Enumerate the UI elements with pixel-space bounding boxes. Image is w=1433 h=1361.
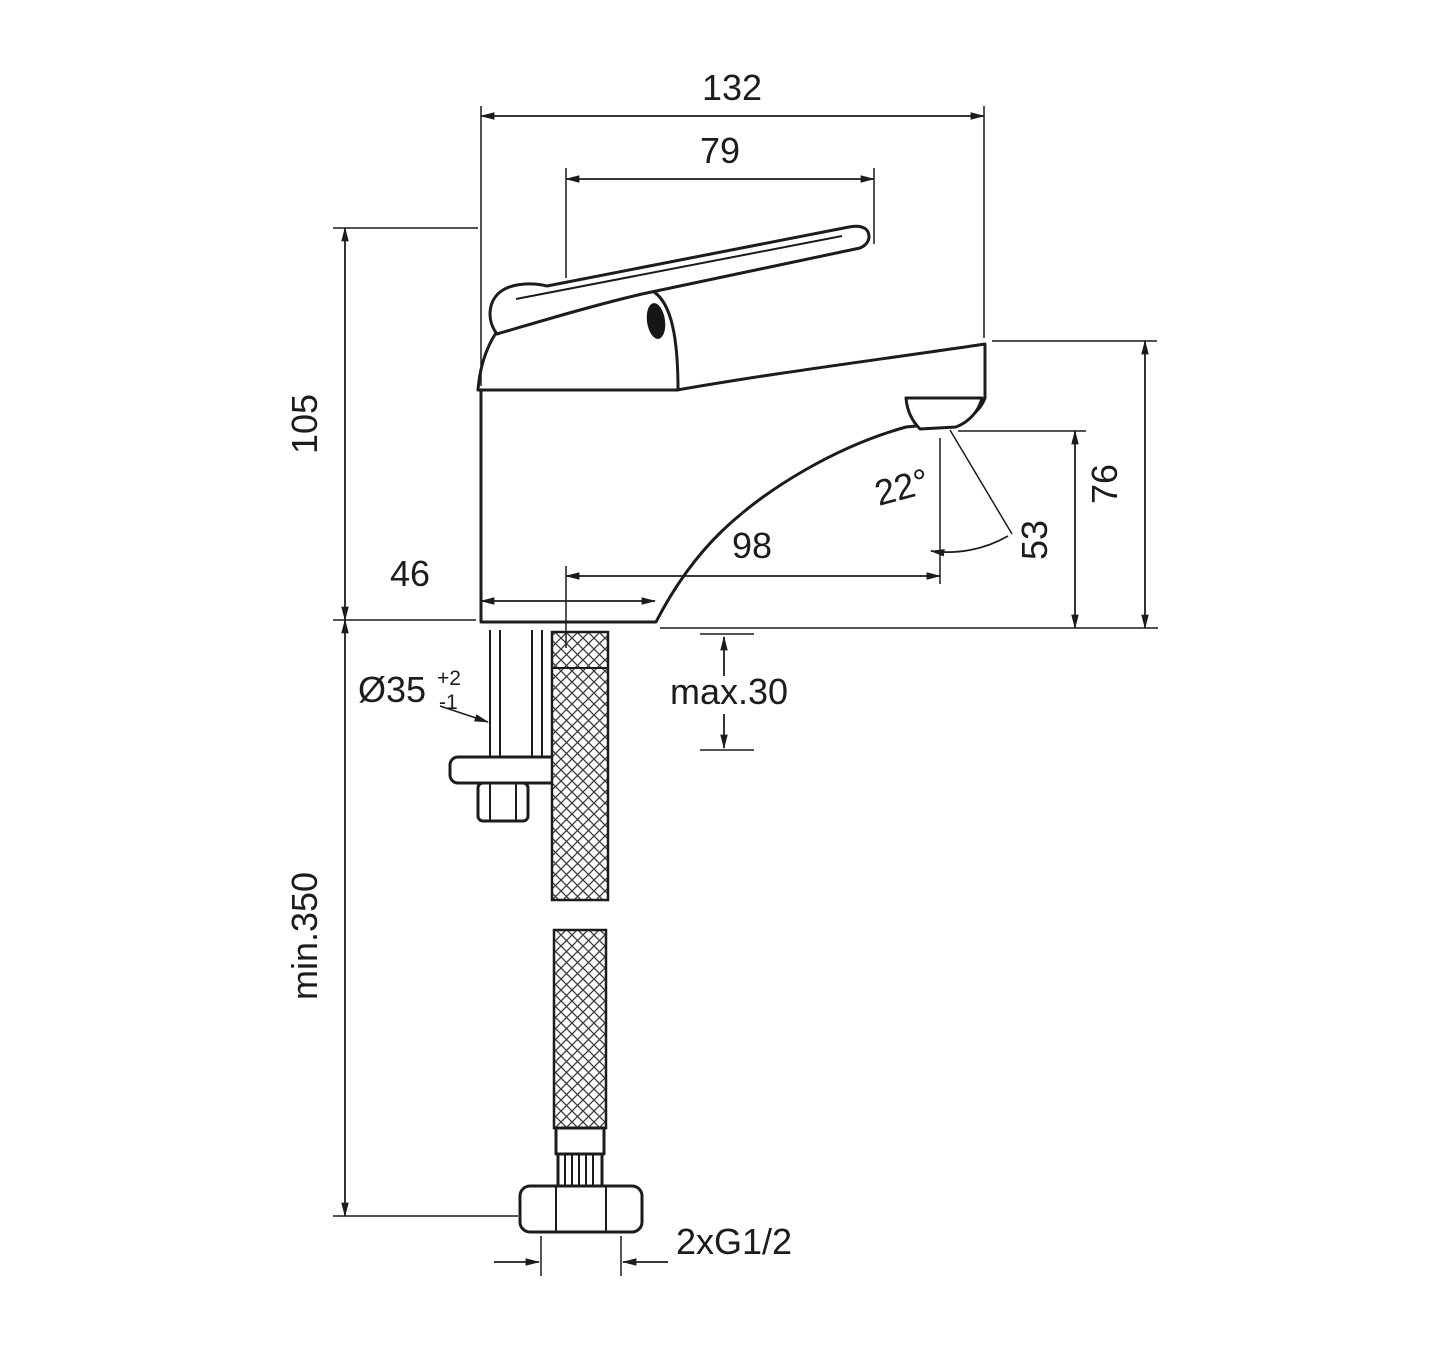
- faucet-outline-group: [476, 224, 987, 624]
- hole-diameter-leader-line: [439, 705, 490, 723]
- dim-lever-length: 79: [564, 130, 876, 278]
- connection-hex-nut: [518, 1184, 644, 1234]
- flexible-hoses: [518, 630, 644, 1234]
- dim-outlet-height-label: 53: [1014, 520, 1055, 560]
- dim-lever-length-label: 79: [700, 130, 740, 171]
- dim-spout-top-height: 76: [992, 339, 1157, 630]
- dim-base-width: 46: [390, 553, 657, 605]
- dim-total-width-ext-lines: [480, 106, 985, 386]
- dim-connection-label: 2xG1/2: [676, 1221, 792, 1262]
- dim-hole-diameter: Ø35 +2 -1: [358, 667, 490, 723]
- mounting-nut: [476, 781, 530, 823]
- handle-lever: [488, 224, 871, 336]
- hose-rib-lines: [564, 1154, 594, 1186]
- hex-nut-facets: [555, 1186, 607, 1232]
- dim-body-height: 105: [284, 226, 478, 622]
- dim-max-deck-label: max.30: [670, 671, 788, 712]
- dim-hole-tol-minus: -1: [439, 691, 458, 714]
- handle-logo-dot: [646, 303, 666, 339]
- dim-body-height-ext-lines: [333, 227, 478, 621]
- dim-body-height-label: 105: [284, 394, 325, 454]
- spout-angle-arc: [929, 535, 1009, 557]
- dim-base-width-label: 46: [390, 553, 430, 594]
- dim-spout-reach-label: 98: [732, 525, 772, 566]
- dim-outlet-height: 53: [958, 429, 1086, 630]
- spray-direction-line: [949, 429, 1013, 535]
- hose-end-collar: [554, 1126, 606, 1156]
- dim-max-deck-thickness: max.30: [670, 633, 788, 751]
- dim-hole-diameter-label: Ø35: [358, 669, 426, 710]
- hose-upper-section: [550, 630, 610, 902]
- dim-total-width: 132: [479, 67, 986, 386]
- dim-min-hose-label: min.350: [284, 872, 325, 1000]
- mounting-nut-facets: [489, 783, 517, 821]
- aerator: [904, 396, 984, 431]
- connection-ext-lines: [540, 1236, 622, 1276]
- dim-spout-top-label: 76: [1084, 464, 1125, 504]
- hose-lower-section: [552, 928, 608, 1130]
- dim-hole-tol-plus: +2: [437, 667, 461, 690]
- dim-total-width-label: 132: [702, 67, 762, 108]
- handle-lever-inner-line: [515, 235, 843, 300]
- dim-min-hose-length: min.350: [284, 618, 518, 1218]
- dim-spout-reach: 98: [564, 438, 942, 648]
- dim-connection-thread: 2xG1/2: [494, 1221, 792, 1276]
- shank-outer-walls: [489, 630, 543, 757]
